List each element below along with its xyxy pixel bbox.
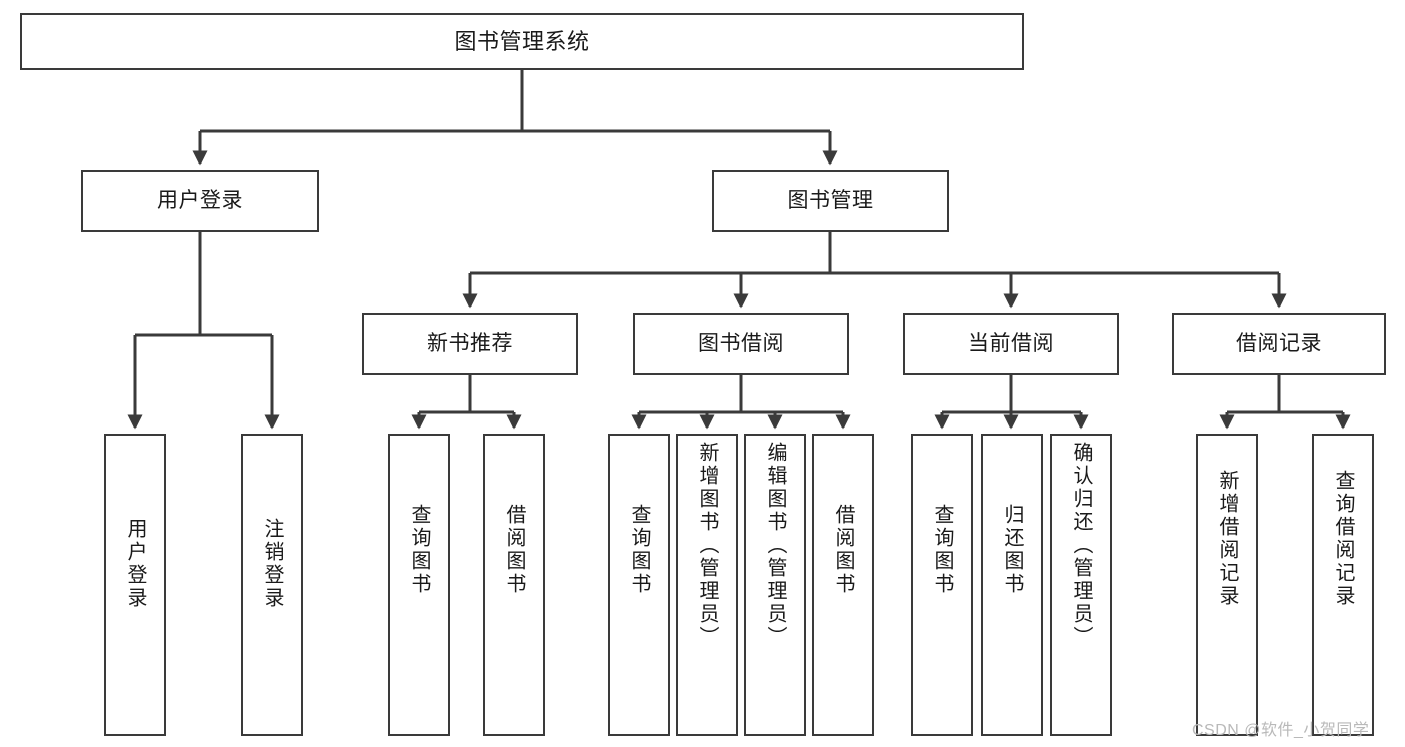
leaf-edit-book-admin-label: 编辑图书（管理员） <box>764 442 786 649</box>
leaf-add-borrow-record-label: 新增借阅记录 <box>1216 470 1238 608</box>
leaf-query-book-rec-label: 查询图书 <box>408 504 430 596</box>
node-new-book-rec[interactable]: 新书推荐 <box>362 313 578 375</box>
node-new-book-rec-label: 新书推荐 <box>427 331 513 355</box>
node-book-borrow[interactable]: 图书借阅 <box>633 313 849 375</box>
node-borrow-record-label: 借阅记录 <box>1236 331 1322 355</box>
leaf-confirm-return-admin[interactable]: 确认归还（管理员） <box>1050 434 1112 736</box>
node-current-borrow-label: 当前借阅 <box>968 331 1054 355</box>
leaf-edit-book-admin[interactable]: 编辑图书（管理员） <box>744 434 806 736</box>
leaf-query-book-rec[interactable]: 查询图书 <box>388 434 450 736</box>
node-user-login-label: 用户登录 <box>157 188 243 212</box>
leaf-borrow-book-rec-label: 借阅图书 <box>503 504 525 596</box>
leaf-query-borrow-record[interactable]: 查询借阅记录 <box>1312 434 1374 736</box>
node-book-manage[interactable]: 图书管理 <box>712 170 949 232</box>
csdn-watermark: CSDN @软件_小贺同学 <box>1192 716 1369 740</box>
leaf-borrow-book[interactable]: 借阅图书 <box>812 434 874 736</box>
leaf-borrow-book-label: 借阅图书 <box>832 504 854 596</box>
leaf-query-book-borrow-label: 查询图书 <box>628 504 650 596</box>
node-book-borrow-label: 图书借阅 <box>698 331 784 355</box>
leaf-add-book-admin-label: 新增图书（管理员） <box>696 442 718 649</box>
leaf-borrow-book-rec[interactable]: 借阅图书 <box>483 434 545 736</box>
node-root-label: 图书管理系统 <box>454 28 590 54</box>
node-borrow-record[interactable]: 借阅记录 <box>1172 313 1386 375</box>
node-user-login[interactable]: 用户登录 <box>81 170 319 232</box>
leaf-user-login[interactable]: 用户登录 <box>104 434 166 736</box>
leaf-user-login-label: 用户登录 <box>124 518 146 610</box>
leaf-logout[interactable]: 注销登录 <box>241 434 303 736</box>
leaf-query-book-cur-label: 查询图书 <box>931 504 953 596</box>
leaf-return-book-label: 归还图书 <box>1001 504 1023 596</box>
leaf-add-book-admin[interactable]: 新增图书（管理员） <box>676 434 738 736</box>
leaf-query-book-cur[interactable]: 查询图书 <box>911 434 973 736</box>
leaf-confirm-return-admin-label: 确认归还（管理员） <box>1070 442 1092 649</box>
leaf-logout-label: 注销登录 <box>261 518 283 610</box>
node-current-borrow[interactable]: 当前借阅 <box>903 313 1119 375</box>
node-root[interactable]: 图书管理系统 <box>20 13 1024 70</box>
node-book-manage-label: 图书管理 <box>787 188 874 212</box>
leaf-return-book[interactable]: 归还图书 <box>981 434 1043 736</box>
csdn-watermark-text: CSDN @软件_小贺同学 <box>1192 722 1370 739</box>
leaf-add-borrow-record[interactable]: 新增借阅记录 <box>1196 434 1258 736</box>
leaf-query-book-borrow[interactable]: 查询图书 <box>608 434 670 736</box>
leaf-query-borrow-record-label: 查询借阅记录 <box>1332 470 1354 608</box>
